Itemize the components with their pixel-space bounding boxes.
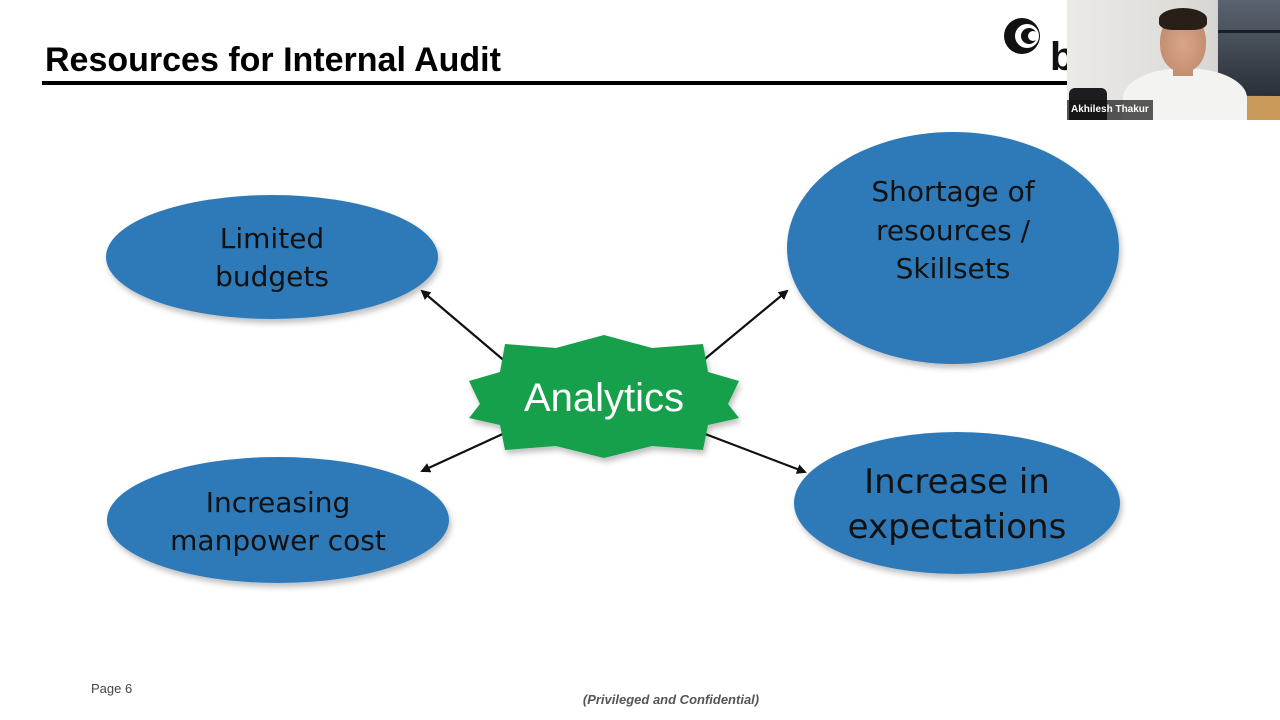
node-manpower-line2: manpower cost — [170, 524, 386, 557]
node-manpower-line1: Increasing — [206, 486, 351, 519]
arrow-to-top-right — [699, 289, 789, 364]
logo-letter: b — [1050, 35, 1070, 74]
page-number: Page 6 — [91, 681, 133, 696]
center-analytics-star: Analytics — [469, 335, 739, 458]
title-underline — [42, 81, 1082, 85]
node-increase-in-expectations: Increase in expectations — [794, 432, 1120, 574]
node-limited-budgets: Limited budgets — [106, 195, 438, 319]
company-logo: b — [1004, 18, 1070, 74]
node-limited-budgets-line2: budgets — [215, 260, 329, 293]
node-shortage-line2: resources / — [876, 214, 1031, 247]
participant-hair — [1159, 8, 1207, 30]
center-label: Analytics — [524, 376, 684, 420]
background-window-bar — [1218, 30, 1280, 33]
arrow-to-top-left — [420, 289, 508, 364]
node-shortage-of-resources: Shortage of resources / Skillsets — [787, 132, 1119, 364]
participant-video[interactable]: Akhilesh Thakur — [1067, 0, 1280, 120]
slide-title: Resources for Internal Audit — [45, 41, 501, 79]
participant-name-tag: Akhilesh Thakur — [1067, 100, 1153, 120]
confidential-footer: (Privileged and Confidential) — [582, 692, 760, 707]
node-expectations-line1: Increase in — [864, 462, 1050, 502]
arrow-to-bottom-left — [420, 431, 508, 473]
arrow-to-bottom-right — [699, 430, 807, 474]
node-shortage-line3: Skillsets — [896, 252, 1011, 285]
node-expectations-line2: expectations — [848, 507, 1067, 547]
node-limited-budgets-line1: Limited — [220, 222, 324, 255]
node-shortage-line1: Shortage of — [871, 175, 1035, 208]
node-increasing-manpower-cost: Increasing manpower cost — [107, 457, 449, 583]
